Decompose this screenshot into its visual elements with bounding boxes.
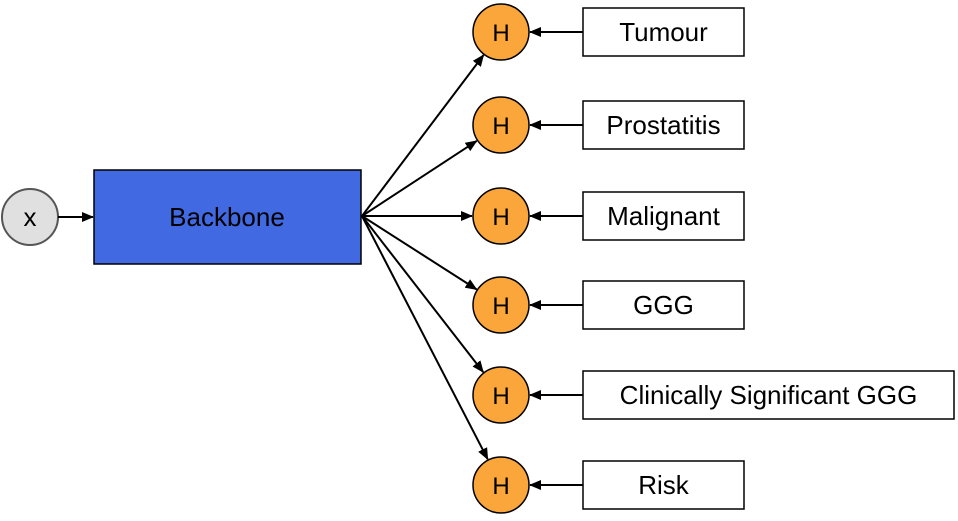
task-box-rect (582, 370, 955, 420)
head-label: H (492, 473, 509, 500)
task-box-rect (582, 191, 745, 241)
backbone-label: Backbone (169, 202, 285, 232)
task-box-risk: Risk (582, 460, 745, 510)
task-box-prostatitis: Prostatitis (582, 100, 745, 150)
head-node-prostatitis: H (472, 96, 530, 154)
head-node-risk: H (472, 456, 530, 514)
task-box-ggg: GGG (582, 280, 745, 330)
head-label: H (492, 383, 509, 410)
input-node: x (1, 188, 59, 246)
head-label: H (492, 204, 509, 231)
task-box-tumour: Tumour (582, 7, 745, 57)
backbone-to-head-arrow-tumour (361, 54, 485, 217)
head-label: H (492, 293, 509, 320)
head-label: H (492, 113, 509, 140)
task-label: Prostatitis (606, 110, 720, 140)
task-label: Malignant (607, 201, 721, 231)
task-label: Risk (638, 470, 690, 500)
task-label: Tumour (619, 17, 708, 47)
task-label: GGG (633, 290, 694, 320)
head-label: H (492, 20, 509, 47)
task-box-rect (582, 460, 745, 510)
task-box-rect (582, 100, 745, 150)
head-node-clinically-significant-ggg: H (472, 366, 530, 424)
head-node-malignant: H (472, 187, 530, 245)
backbone-to-head-arrow-prostatitis (361, 140, 478, 217)
task-box-clinically-significant-ggg: Clinically Significant GGG (582, 370, 955, 420)
task-box-rect (582, 280, 745, 330)
head-node-tumour: H (472, 3, 530, 61)
backbone-to-head-arrow-ggg (361, 215, 478, 291)
input-label: x (24, 202, 37, 232)
task-box-rect (582, 7, 745, 57)
backbone-to-head-arrow-risk (361, 215, 489, 461)
task-label: Clinically Significant GGG (620, 380, 918, 410)
backbone-box (93, 169, 362, 265)
backbone-to-head-arrow-clinically-significant-ggg (361, 215, 484, 373)
task-box-malignant: Malignant (582, 191, 745, 241)
head-node-ggg: H (472, 276, 530, 334)
backbone-node: Backbone (93, 169, 362, 265)
